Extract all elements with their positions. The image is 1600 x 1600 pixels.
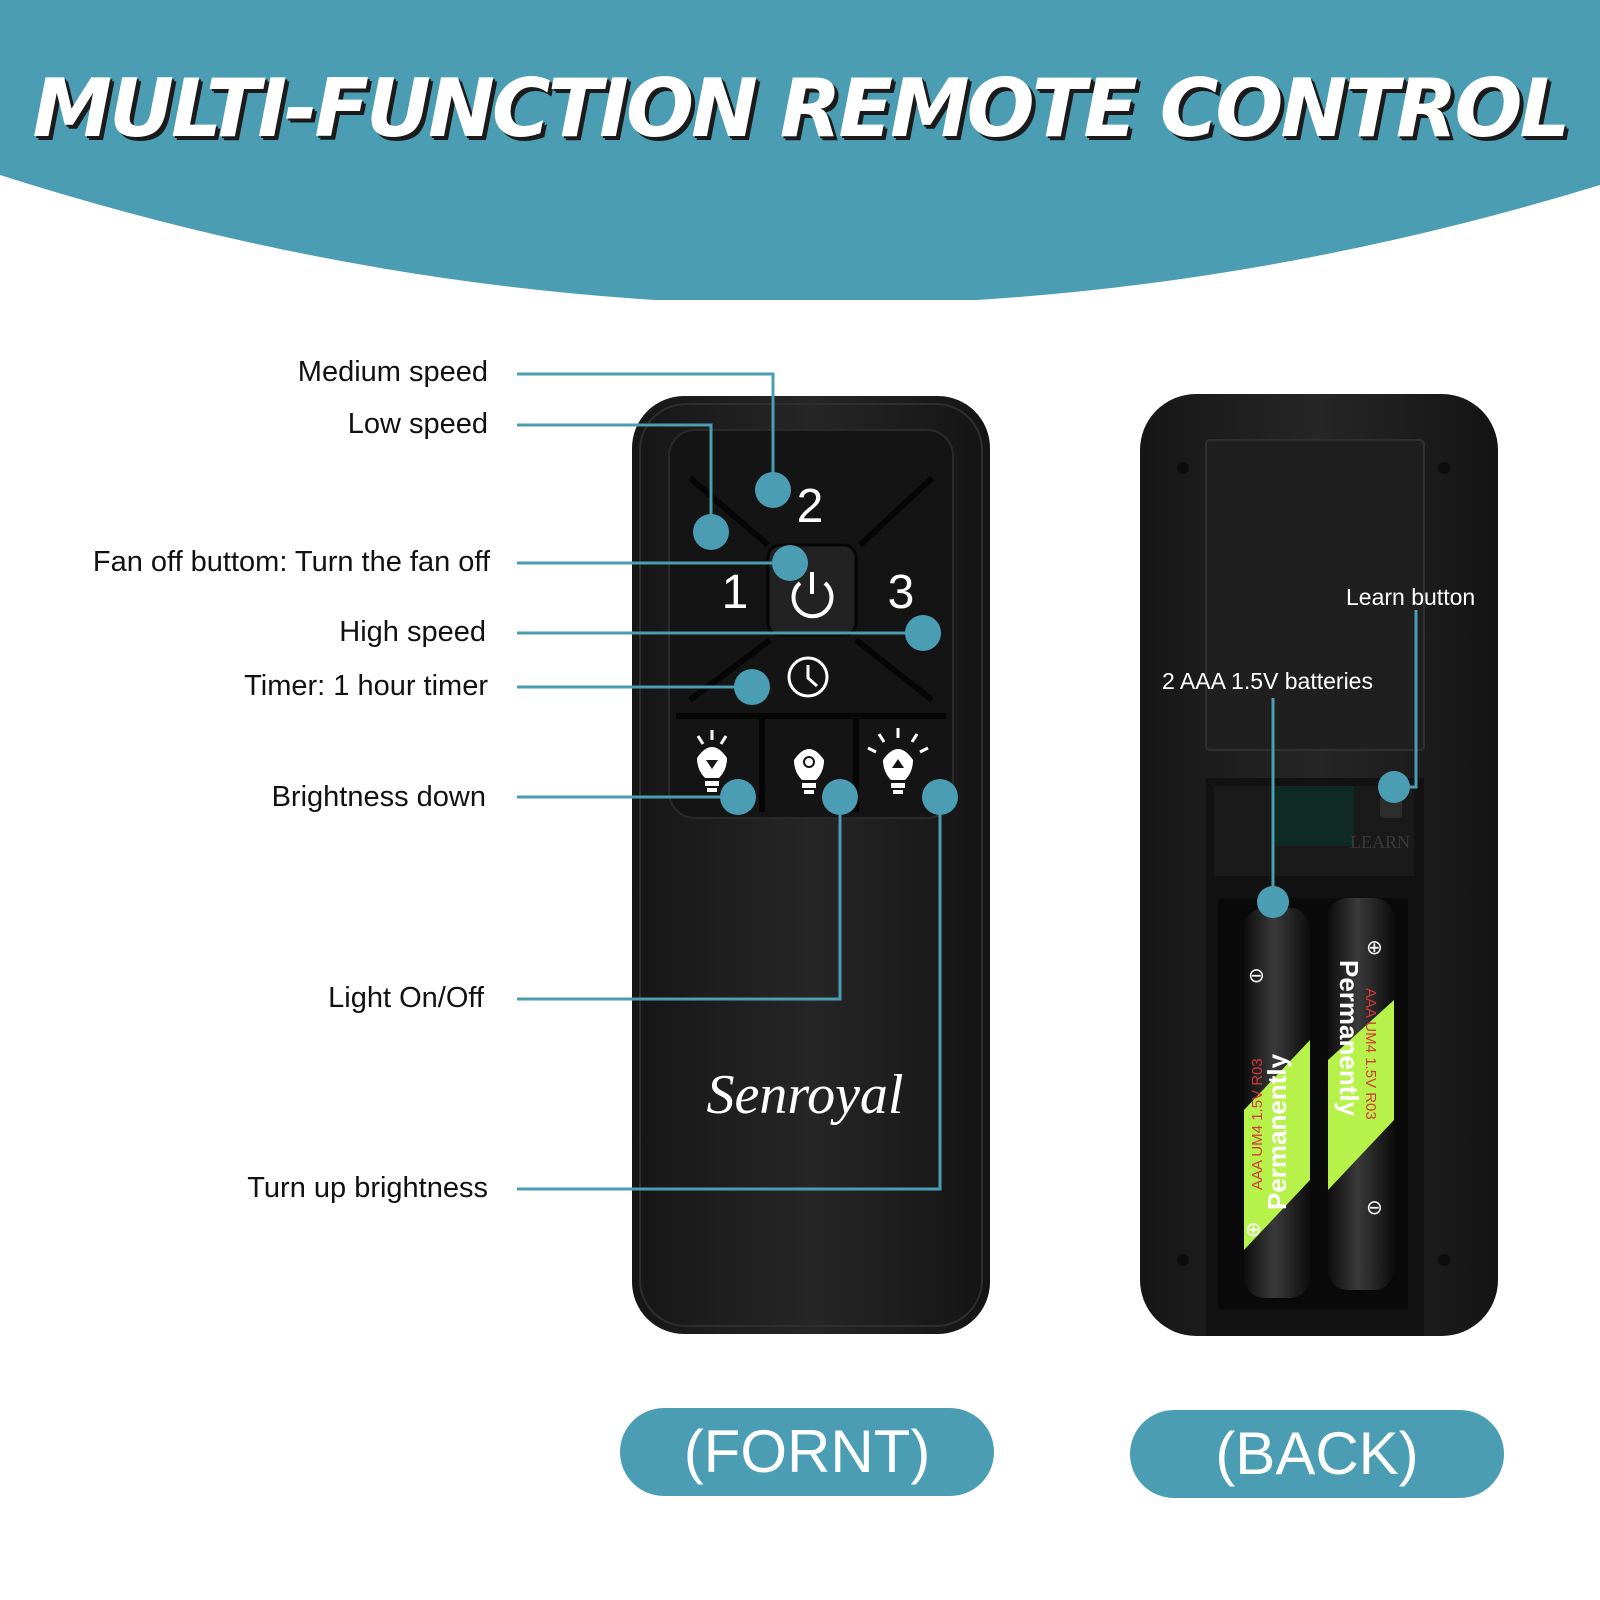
callout-dots bbox=[693, 472, 1410, 918]
minus-icon: ⊖ bbox=[1248, 963, 1265, 987]
minus-icon: ⊖ bbox=[1366, 1195, 1383, 1219]
callout-high-speed: High speed bbox=[339, 616, 486, 648]
page-title: MULTI-FUNCTION REMOTE CONTROL bbox=[32, 62, 1570, 155]
callout-learn-button: Learn button bbox=[1346, 584, 1476, 610]
callout-lines bbox=[517, 372, 1418, 1191]
battery-brand-label: Permanently bbox=[1334, 960, 1364, 1117]
power-icon[interactable] bbox=[791, 572, 834, 619]
callout-batteries: 2 AAA 1.5V batteries bbox=[1162, 668, 1373, 694]
plus-icon: ⊕ bbox=[1366, 935, 1383, 959]
back-caption: (BACK) bbox=[1130, 1410, 1504, 1498]
brand-logo: Senroyal bbox=[707, 1064, 904, 1126]
high-speed-key[interactable]: 3 bbox=[888, 566, 915, 619]
callout-medium-speed: Medium speed bbox=[297, 356, 488, 388]
front-caption: (FORNT) bbox=[620, 1408, 994, 1496]
battery-right: Permanently AAA UM4 1.5V R03 ⊕ ⊖ bbox=[1328, 898, 1394, 1290]
header-banner bbox=[0, 0, 1600, 300]
bulb-up-icon[interactable] bbox=[867, 728, 929, 794]
battery-spec-label: AAA UM4 1.5V R03 bbox=[1362, 988, 1379, 1120]
callout-brightness-up: Turn up brightness bbox=[247, 1172, 488, 1204]
callout-light-on-off: Light On/Off bbox=[328, 982, 484, 1014]
battery-brand-label: Permanently bbox=[1262, 1053, 1292, 1210]
bulb-power-icon[interactable] bbox=[794, 749, 824, 794]
bulb-down-icon[interactable] bbox=[696, 730, 728, 792]
clock-icon[interactable] bbox=[787, 656, 829, 698]
callout-fan-off: Fan off buttom: Turn the fan off bbox=[92, 546, 490, 578]
battery-left: Permanently AAA UM4 1.5V R03 ⊕ ⊖ bbox=[1244, 908, 1310, 1298]
learn-marking: LEARN bbox=[1350, 832, 1410, 852]
callout-timer: Timer: 1 hour timer bbox=[244, 670, 488, 702]
medium-speed-key[interactable]: 2 bbox=[797, 480, 824, 533]
back-remote: LEARN Permanently AAA UM4 1.5V R03 ⊕ ⊖ P… bbox=[1140, 394, 1498, 1336]
front-remote bbox=[632, 396, 990, 1334]
plus-icon: ⊕ bbox=[1245, 1217, 1262, 1241]
low-speed-key[interactable]: 1 bbox=[722, 566, 749, 619]
callout-brightness-down: Brightness down bbox=[271, 781, 486, 813]
callout-low-speed: Low speed bbox=[347, 408, 488, 440]
battery-spec-label: AAA UM4 1.5V R03 bbox=[1249, 1058, 1266, 1190]
